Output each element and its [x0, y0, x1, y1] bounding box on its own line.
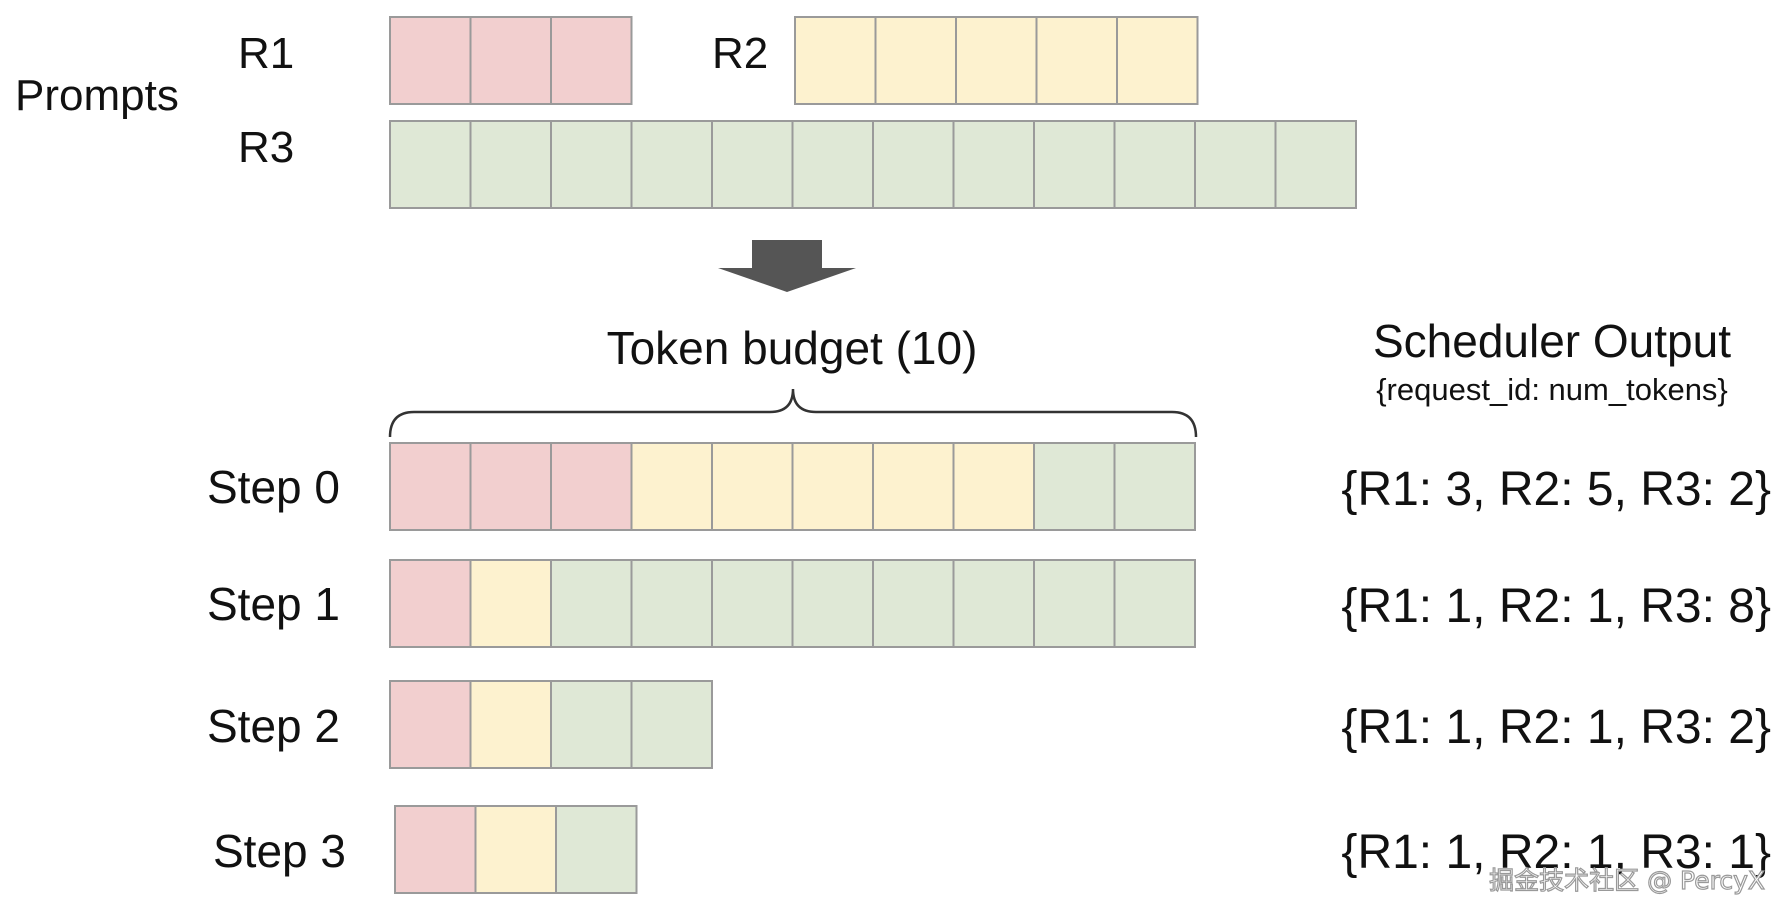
prompt-r1-token-0 [389, 16, 472, 105]
step-2-r3-token-2 [550, 680, 633, 769]
step-0-r2-token-4 [711, 442, 794, 531]
step-0-r2-token-3 [630, 442, 713, 531]
step-1-r3-token-9 [1113, 559, 1196, 648]
step-0-r3-token-8 [1033, 442, 1116, 531]
prompt-r3-token-2 [550, 120, 633, 209]
prompt-label-r2: R2 [712, 29, 768, 78]
step-row-3 [394, 805, 638, 894]
token-budget-label: Token budget (10) [607, 322, 978, 374]
scheduler-output-title: Scheduler Output [1373, 315, 1731, 367]
prompt-r3-token-1 [469, 120, 552, 209]
prompt-label-r3: R3 [238, 123, 294, 172]
prompt-r2-token-2 [955, 16, 1038, 105]
budget-brace [388, 388, 1198, 438]
prompts-label: Prompts [15, 71, 179, 120]
step-3-r2-token-1 [474, 805, 557, 894]
step-1-r3-token-6 [872, 559, 955, 648]
step-label-0: Step 0 [207, 461, 340, 513]
scheduler-output-subtitle: {request_id: num_tokens} [1376, 372, 1728, 407]
prompt-r3-token-6 [872, 120, 955, 209]
prompt-r3-token-3 [630, 120, 713, 209]
step-output-3: {R1: 1, R2: 1, R3: 1} [1341, 826, 1771, 879]
step-3-r1-token-0 [394, 805, 477, 894]
down-arrow-icon [718, 240, 856, 292]
step-1-r3-token-3 [630, 559, 713, 648]
step-row-0 [389, 442, 1196, 531]
step-row-1 [389, 559, 1196, 648]
prompt-r2-token-3 [1035, 16, 1118, 105]
step-0-r3-token-9 [1113, 442, 1196, 531]
step-output-2: {R1: 1, R2: 1, R3: 2} [1341, 701, 1771, 754]
prompt-r2-token-4 [1116, 16, 1199, 105]
step-1-r2-token-1 [469, 559, 552, 648]
step-1-r3-token-2 [550, 559, 633, 648]
prompt-r1-token-1 [469, 16, 552, 105]
prompt-r3-token-8 [1033, 120, 1116, 209]
prompt-row-r3 [389, 120, 1357, 209]
prompt-r3-token-4 [711, 120, 794, 209]
step-0-r2-token-7 [952, 442, 1035, 531]
prompt-r2-token-1 [874, 16, 957, 105]
prompt-r1-token-2 [550, 16, 633, 105]
step-0-r2-token-6 [872, 442, 955, 531]
step-1-r3-token-7 [952, 559, 1035, 648]
step-row-2 [389, 680, 713, 769]
watermark: 掘金技术社区 @ PercyX [1489, 866, 1765, 895]
step-2-r3-token-3 [630, 680, 713, 769]
step-3-r3-token-2 [555, 805, 638, 894]
step-0-r1-token-0 [389, 442, 472, 531]
step-label-3: Step 3 [213, 825, 346, 877]
step-0-r1-token-1 [469, 442, 552, 531]
step-output-0: {R1: 3, R2: 5, R3: 2} [1341, 463, 1771, 516]
prompt-r2-token-0 [794, 16, 877, 105]
step-2-r1-token-0 [389, 680, 472, 769]
prompt-r3-token-7 [952, 120, 1035, 209]
step-label-1: Step 1 [207, 578, 340, 630]
prompt-r3-token-11 [1274, 120, 1357, 209]
prompt-label-r1: R1 [238, 29, 294, 78]
step-0-r1-token-2 [550, 442, 633, 531]
prompt-r3-token-10 [1194, 120, 1277, 209]
prompt-r3-token-0 [389, 120, 472, 209]
prompt-row-r1 [389, 16, 633, 105]
prompt-row-r2 [794, 16, 1199, 105]
step-1-r3-token-8 [1033, 559, 1116, 648]
step-1-r3-token-4 [711, 559, 794, 648]
step-output-1: {R1: 1, R2: 1, R3: 8} [1341, 580, 1771, 633]
step-1-r3-token-5 [791, 559, 874, 648]
step-label-2: Step 2 [207, 700, 340, 752]
step-0-r2-token-5 [791, 442, 874, 531]
prompt-r3-token-5 [791, 120, 874, 209]
step-1-r1-token-0 [389, 559, 472, 648]
prompt-r3-token-9 [1113, 120, 1196, 209]
step-2-r2-token-1 [469, 680, 552, 769]
